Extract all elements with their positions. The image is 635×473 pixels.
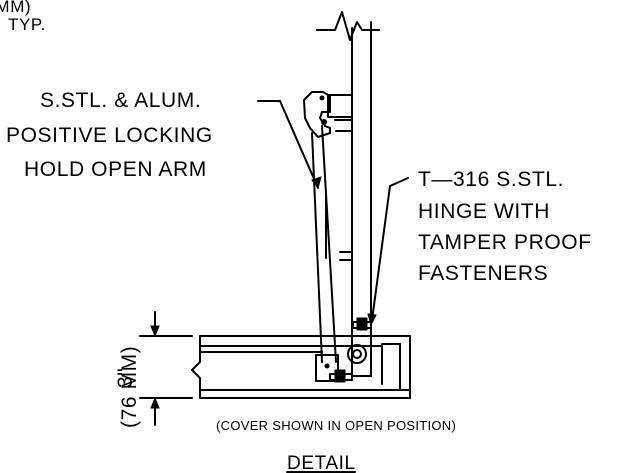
right-callout-line-2: HINGE WITH: [418, 200, 550, 223]
right-callout-line-1: T—316 S.STL.: [418, 168, 564, 191]
right-callout-line-3: TAMPER PROOF: [418, 231, 592, 254]
caption: (COVER SHOWN IN OPEN POSITION): [216, 418, 456, 433]
top-note-line-1: 35 MM): [0, 0, 31, 16]
left-callout-line-2: POSITIVE LOCKING: [6, 124, 213, 147]
dimension-imperial-label: 3": [114, 368, 137, 388]
right-callout-line-4: FASTENERS: [418, 262, 548, 285]
top-note-line-2: TYP.: [8, 15, 46, 34]
frame-channel: [191, 335, 411, 399]
dimension-3-inch: [139, 311, 193, 426]
leader-lines: [257, 100, 409, 327]
hinge-assembly: [315, 317, 372, 383]
detail-title: DETAIL: [287, 453, 356, 473]
dimension-metric-label: (76 MM): [118, 346, 141, 428]
left-callout-line-3: HOLD OPEN ARM: [24, 158, 207, 181]
left-callout-line-1: S.STL. & ALUM.: [40, 89, 201, 112]
hold-open-arm: [303, 91, 353, 363]
